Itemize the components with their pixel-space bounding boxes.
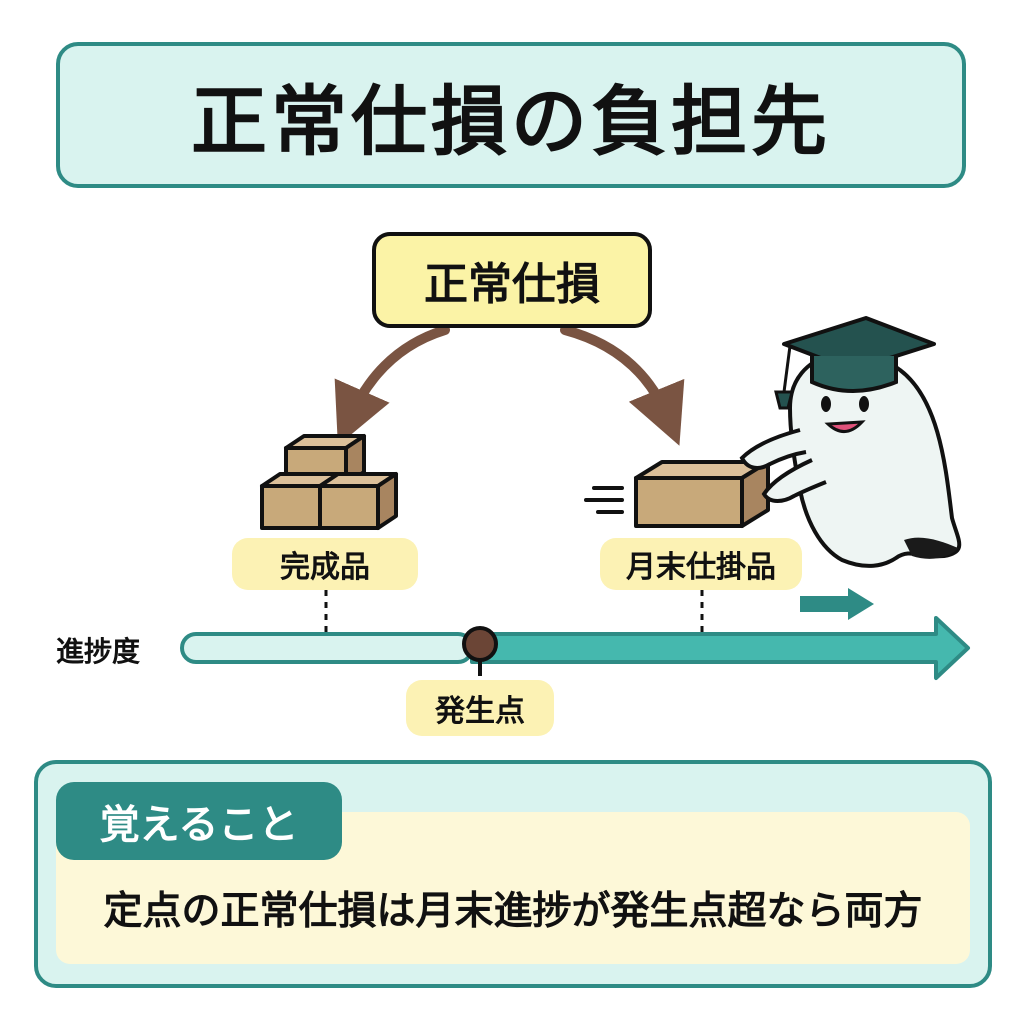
arrow-to-finished-goods	[334, 325, 450, 446]
memo-tag: 覚えること	[56, 782, 342, 860]
finished-goods-boxes-icon	[260, 434, 398, 530]
ghost-mascot-icon	[739, 316, 962, 568]
wip-box-icon	[634, 460, 770, 528]
normal-spoilage-label: 正常仕損	[372, 232, 652, 328]
wip-label: 月末仕掛品	[600, 538, 802, 590]
finished-goods-label: 完成品	[232, 538, 418, 590]
small-teal-arrow-icon	[800, 588, 874, 620]
progress-axis	[180, 616, 970, 680]
title-banner: 正常仕損の負担先	[56, 42, 966, 188]
occurrence-point-pin-icon	[462, 626, 498, 676]
arrow-to-wip	[560, 325, 685, 446]
occurrence-point-label: 発生点	[406, 680, 554, 736]
page-title: 正常仕損の負担先	[191, 77, 831, 166]
normal-spoilage-text: 正常仕損	[424, 259, 600, 310]
memo-text: 定点の正常仕損は月末進捗が発生点超なら両方	[103, 889, 923, 934]
progress-axis-label: 進捗度	[56, 635, 141, 668]
motion-lines-icon	[584, 486, 624, 514]
